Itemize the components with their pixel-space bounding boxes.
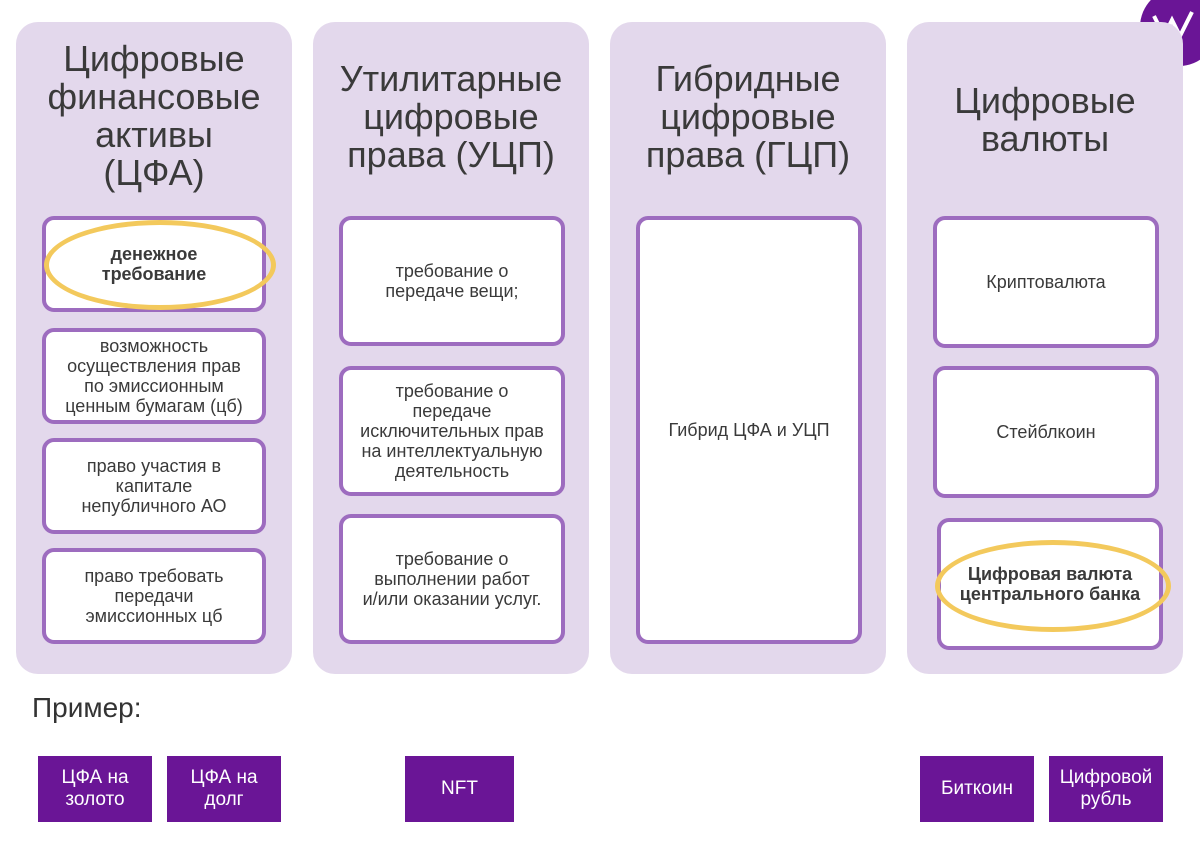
- column-digital-currencies: Цифровые валюты Криптовалюта Стейблкоин …: [907, 22, 1183, 674]
- column-title-gcp: Гибридные цифровые права (ГЦП): [645, 58, 851, 175]
- column-cfa: Цифровые финансовые активы (ЦФА) денежно…: [16, 22, 292, 674]
- card-cfa-securities-rights: возможность осуществления прав по эмисси…: [42, 328, 266, 424]
- column-title-cfa: Цифровые финансовые активы (ЦФА): [47, 38, 261, 193]
- card-ucp-ip-rights: требование о передаче исключительных пра…: [339, 366, 565, 496]
- column-gcp: Гибридные цифровые права (ГЦП) Гибрид ЦФ…: [610, 22, 886, 674]
- example-digital-ruble: Цифровой рубль: [1049, 756, 1163, 822]
- column-title-ucp: Утилитарные цифровые права (УЦП): [339, 58, 563, 175]
- card-cbdc: Цифровая валюта центрального банка: [937, 518, 1163, 650]
- card-ucp-thing-transfer: требование о передаче вещи;: [339, 216, 565, 346]
- example-cfa-gold: ЦФА на золото: [38, 756, 152, 822]
- example-nft: NFT: [405, 756, 514, 822]
- column-ucp: Утилитарные цифровые права (УЦП) требова…: [313, 22, 589, 674]
- card-ucp-works-services: требование о выполнении работ и/или оказ…: [339, 514, 565, 644]
- example-label: Пример:: [32, 692, 142, 723]
- card-gcp-hybrid: Гибрид ЦФА и УЦП: [636, 216, 862, 644]
- card-cfa-equity-participation: право участия в капитале непубличного АО: [42, 438, 266, 534]
- card-cfa-monetary-claim: денежное требование: [42, 216, 266, 312]
- card-cryptocurrency: Криптовалюта: [933, 216, 1159, 348]
- example-bitcoin: Биткоин: [920, 756, 1034, 822]
- example-cfa-debt: ЦФА на долг: [167, 756, 281, 822]
- card-cfa-securities-transfer: право требовать передачи эмиссионных цб: [42, 548, 266, 644]
- card-stablecoin: Стейблкоин: [933, 366, 1159, 498]
- column-title-digital-currencies: Цифровые валюты: [954, 80, 1136, 159]
